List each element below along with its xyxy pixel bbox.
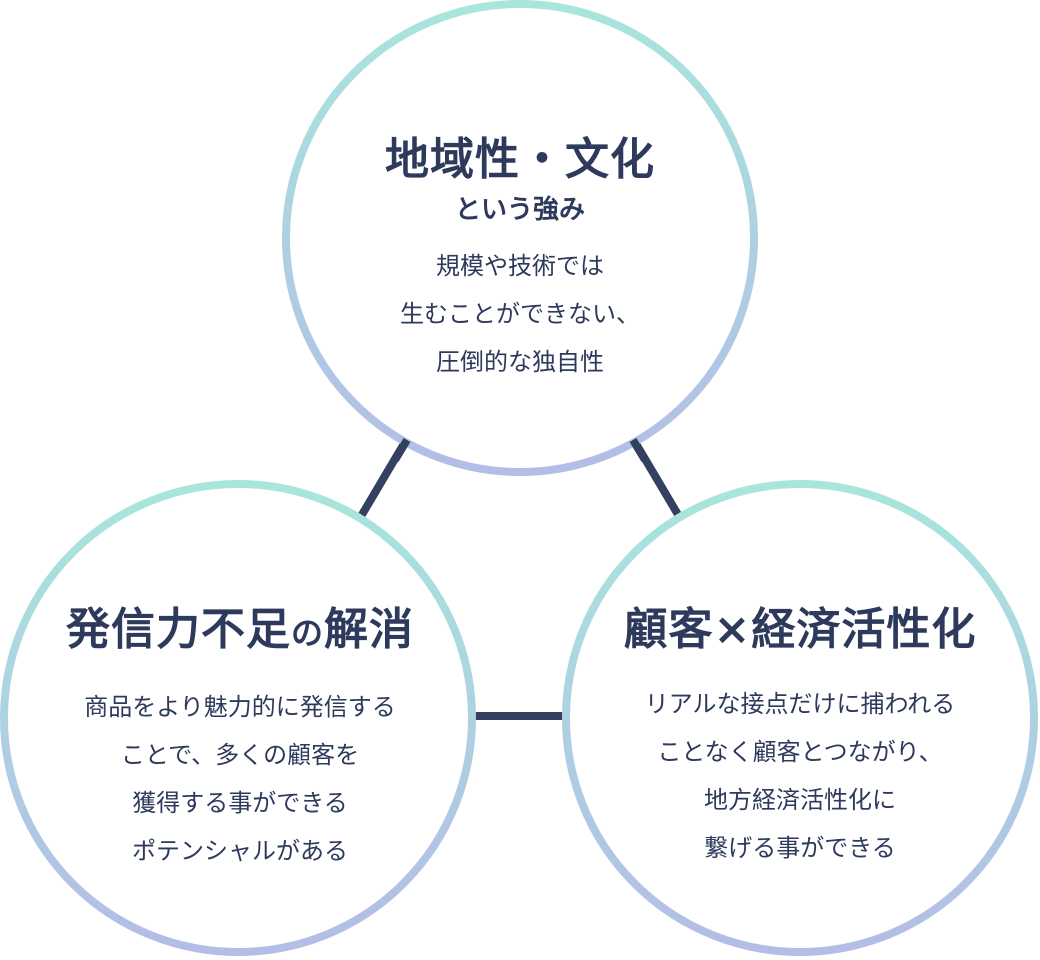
circle-right: 顧客×経済活性化 リアルな接点だけに捕われる ことなく顧客とつながり、 地方経済…: [590, 600, 1010, 880]
circle-top-ring: [282, 0, 758, 476]
circle-top-body-line: 圧倒的な独自性: [436, 348, 604, 376]
circle-left-body-line: ポテンシャルがある: [132, 837, 348, 865]
circle-top-body-line: 生むことができない、: [400, 300, 640, 328]
circle-right-body-line: 地方経済活性化に: [704, 786, 896, 814]
circle-left-title-end: 解消: [324, 604, 414, 655]
circle-left-body: 商品をより魅力的に発信する ことで、多くの顧客を 獲得する事ができる ポテンシャ…: [84, 683, 396, 875]
circle-top-subtitle: という強み: [454, 195, 585, 225]
circle-left: 発信力不足の解消 商品をより魅力的に発信する ことで、多くの顧客を 獲得する事が…: [30, 600, 450, 880]
connector-top-left-stub: [391, 437, 411, 463]
circle-left-body-line: 商品をより魅力的に発信する: [84, 693, 396, 721]
circle-left-body-line: ことで、多くの顧客を: [120, 741, 360, 769]
circle-right-body-line: 繋げる事ができる: [704, 834, 896, 862]
connector-top-right-stub: [629, 437, 649, 463]
circle-left-ring: [0, 480, 476, 956]
circle-right-body-line: ことなく顧客とつながり、: [657, 738, 943, 766]
circle-right-body-line: リアルな接点だけに捕われる: [644, 690, 956, 718]
circle-top-body-line: 規模や技術では: [436, 252, 604, 280]
circle-top-body: 規模や技術では 生むことができない、 圧倒的な独自性: [400, 242, 640, 386]
circle-right-body: リアルな接点だけに捕われる ことなく顧客とつながり、 地方経済活性化に 繋げる事…: [645, 680, 956, 872]
circle-top: 地域性・文化 という強み 規模や技術では 生むことができない、 圧倒的な独自性: [330, 120, 710, 400]
circle-right-title: 顧客×経済活性化: [623, 604, 977, 655]
circle-left-title-main: 発信力不足: [65, 604, 291, 655]
circle-right-ring: [562, 480, 1038, 956]
circle-left-body-line: 獲得する事ができる: [132, 789, 348, 817]
circle-top-title: 地域性・文化: [385, 134, 655, 185]
circle-left-title: 発信力不足の解消: [66, 600, 414, 663]
circle-left-title-particle: の: [290, 614, 324, 652]
